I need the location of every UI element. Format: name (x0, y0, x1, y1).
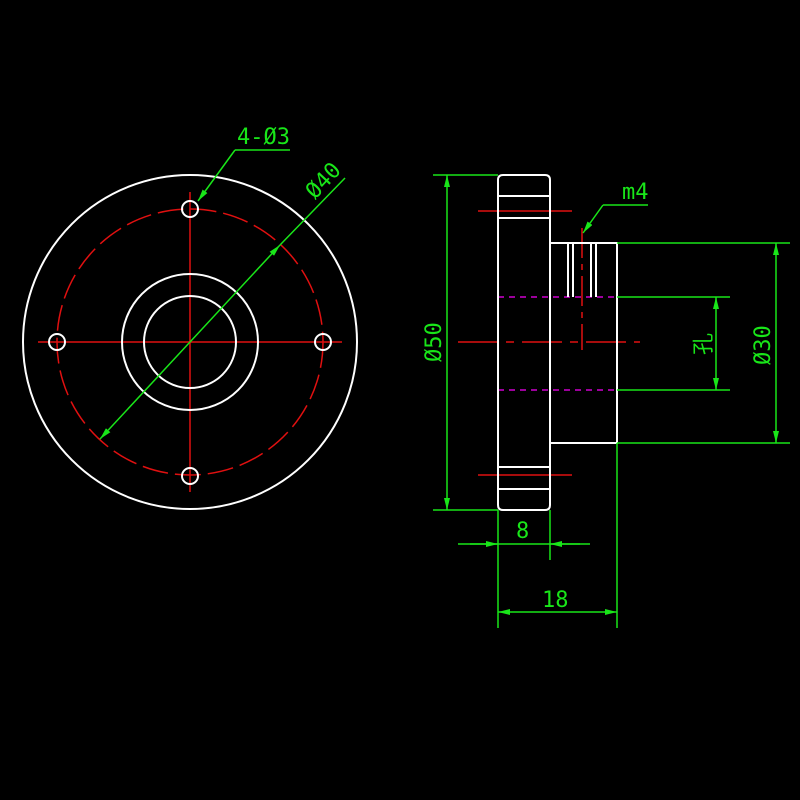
pcd-extension-line (279, 177, 346, 246)
bolt-hole-bottom (181, 467, 199, 485)
thread-label: m4 (622, 180, 649, 205)
flange-profile (497, 174, 551, 511)
hole-callout-label: 4-Ø3 (237, 125, 290, 150)
pcd-label: Ø40 (301, 158, 346, 204)
front-view: 4-Ø3 Ø40 (22, 125, 358, 510)
bore-hidden-lines (498, 296, 617, 391)
hub-diameter-label: Ø30 (751, 325, 776, 365)
pcd-dimension-line (99, 244, 281, 440)
bolt-hole-right (314, 333, 332, 351)
side-dimensions (433, 174, 790, 628)
thread-leader-line (582, 204, 604, 234)
side-view: Ø50 Ø30 孔 m4 8 18 (422, 174, 790, 628)
bolt-hole-top (181, 200, 199, 218)
bore-label: 孔 (692, 333, 717, 355)
hub-profile (550, 242, 618, 444)
bolt-hole-left (48, 333, 66, 351)
side-outlines (497, 174, 618, 511)
total-length-label: 18 (542, 588, 569, 613)
pitch-circle (56, 208, 324, 476)
hole-leader-line (197, 149, 236, 202)
flange-width-label: 8 (516, 519, 529, 544)
front-dimensions (99, 149, 346, 440)
flange-diameter-label: Ø50 (422, 322, 447, 362)
flange-outer-circle (22, 174, 358, 510)
